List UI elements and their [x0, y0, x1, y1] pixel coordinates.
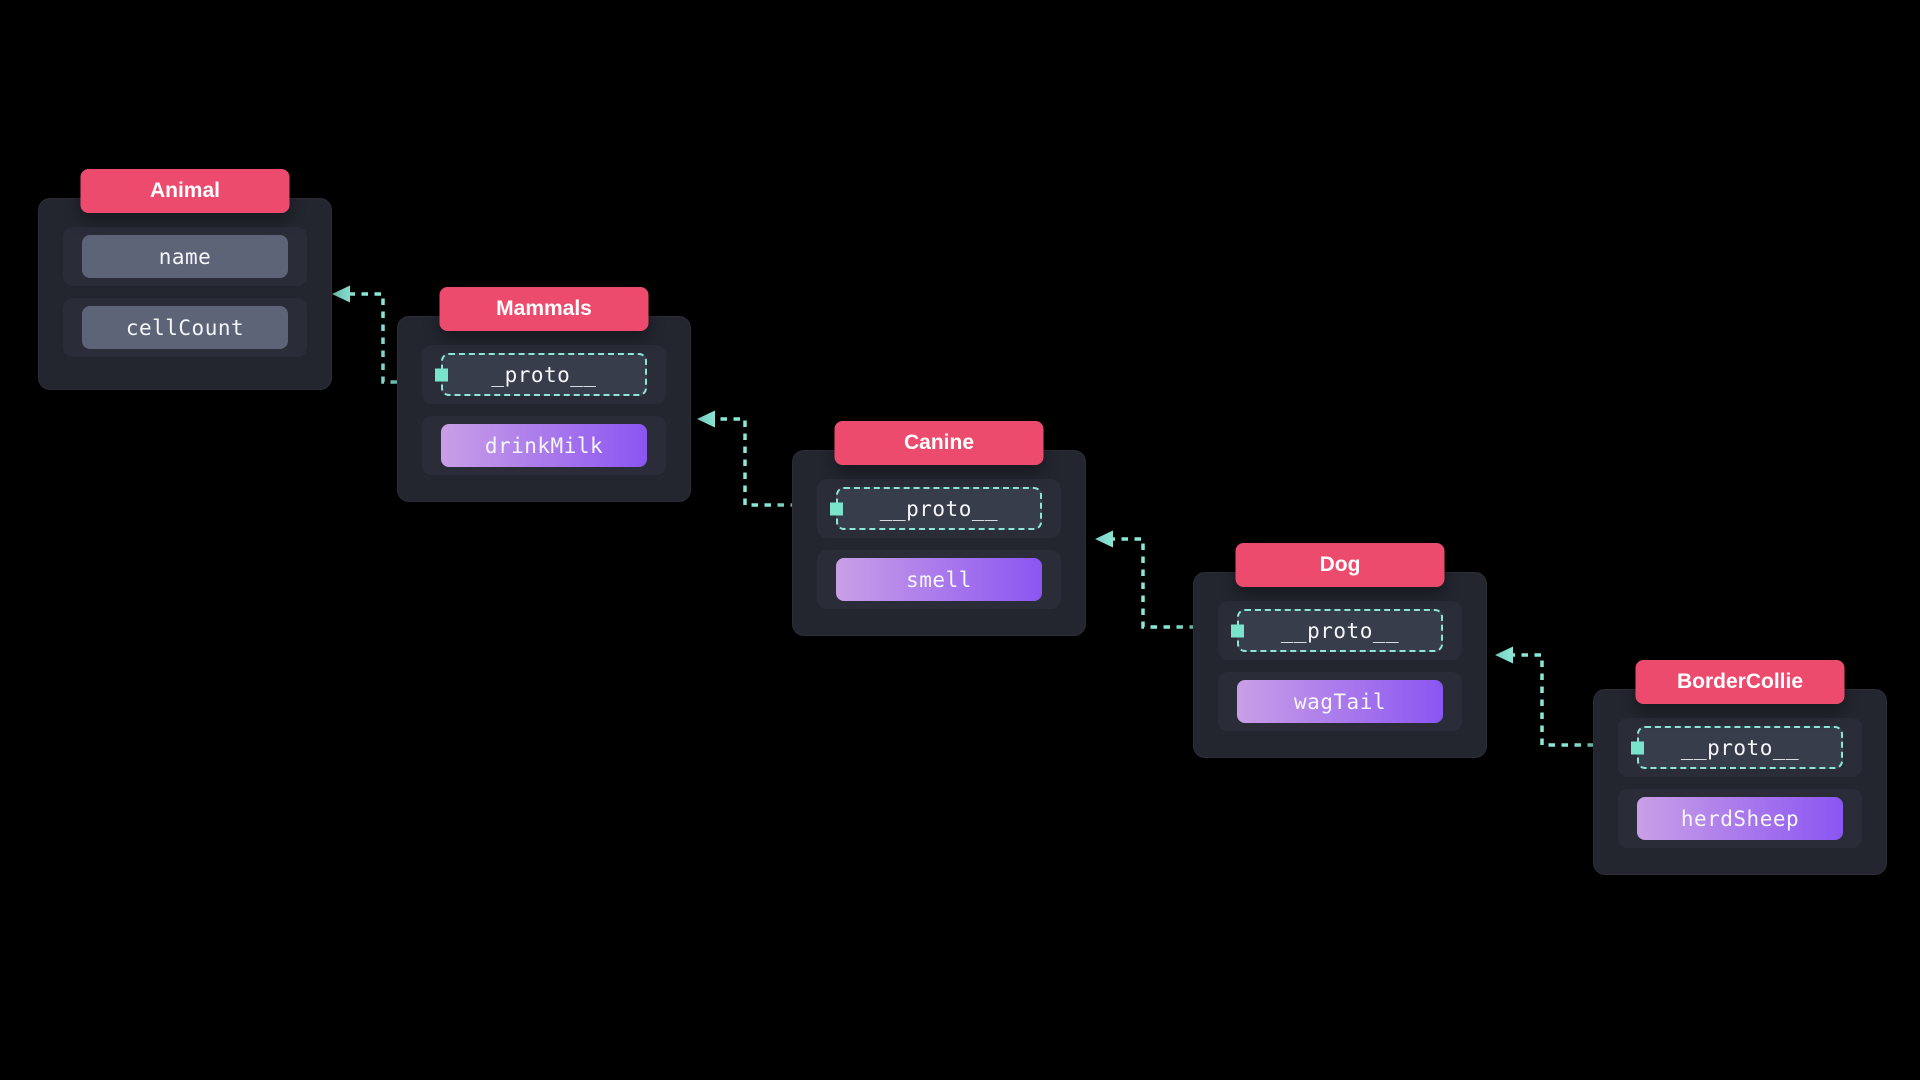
class-card-dog: Dog __proto__ wagTail — [1193, 543, 1487, 758]
proto-slot-mammals: _proto__ — [435, 353, 647, 396]
proto-slot-canine: __proto__ — [830, 487, 1042, 530]
arrowhead-icon — [697, 410, 715, 428]
card-title: BorderCollie — [1635, 660, 1845, 704]
connector-square-icon — [830, 502, 843, 515]
connector-square-icon — [1631, 741, 1644, 754]
card-title: Mammals — [439, 287, 649, 331]
arrowhead-icon — [332, 285, 350, 303]
method-pill-smell: smell — [836, 558, 1042, 601]
class-card-canine: Canine __proto__ smell — [792, 421, 1086, 636]
class-card-bordercollie: BorderCollie __proto__ herdSheep — [1593, 660, 1887, 875]
class-card-animal: Animal name cellCount — [38, 169, 332, 390]
card-body: __proto__ wagTail — [1218, 601, 1462, 731]
arrowhead-icon — [1095, 530, 1113, 548]
card-title: Animal — [80, 169, 290, 213]
card-body: _proto__ drinkMilk — [422, 345, 666, 475]
card-body: __proto__ herdSheep — [1618, 718, 1862, 848]
proto-slot-bordercollie: __proto__ — [1631, 726, 1843, 769]
property-pill-cellcount: cellCount — [82, 306, 288, 349]
connector-square-icon — [435, 368, 448, 381]
method-pill-herdsheep: herdSheep — [1637, 797, 1843, 840]
card-body: __proto__ smell — [817, 479, 1061, 609]
property-row: __proto__ — [1218, 601, 1462, 660]
connector-square-icon — [1231, 624, 1244, 637]
property-row: wagTail — [1218, 672, 1462, 731]
property-pill-name: name — [82, 235, 288, 278]
property-row: smell — [817, 550, 1061, 609]
arrowhead-icon — [1495, 646, 1513, 664]
property-row: name — [63, 227, 307, 286]
card-title: Dog — [1235, 543, 1445, 587]
property-row: __proto__ — [817, 479, 1061, 538]
proto-slot-dog: __proto__ — [1231, 609, 1443, 652]
card-body: name cellCount — [63, 227, 307, 357]
method-pill-drinkmilk: drinkMilk — [441, 424, 647, 467]
property-row: __proto__ — [1618, 718, 1862, 777]
class-card-mammals: Mammals _proto__ drinkMilk — [397, 287, 691, 502]
method-pill-wagtail: wagTail — [1237, 680, 1443, 723]
property-row: cellCount — [63, 298, 307, 357]
property-row: _proto__ — [422, 345, 666, 404]
property-row: herdSheep — [1618, 789, 1862, 848]
property-row: drinkMilk — [422, 416, 666, 475]
card-title: Canine — [834, 421, 1044, 465]
